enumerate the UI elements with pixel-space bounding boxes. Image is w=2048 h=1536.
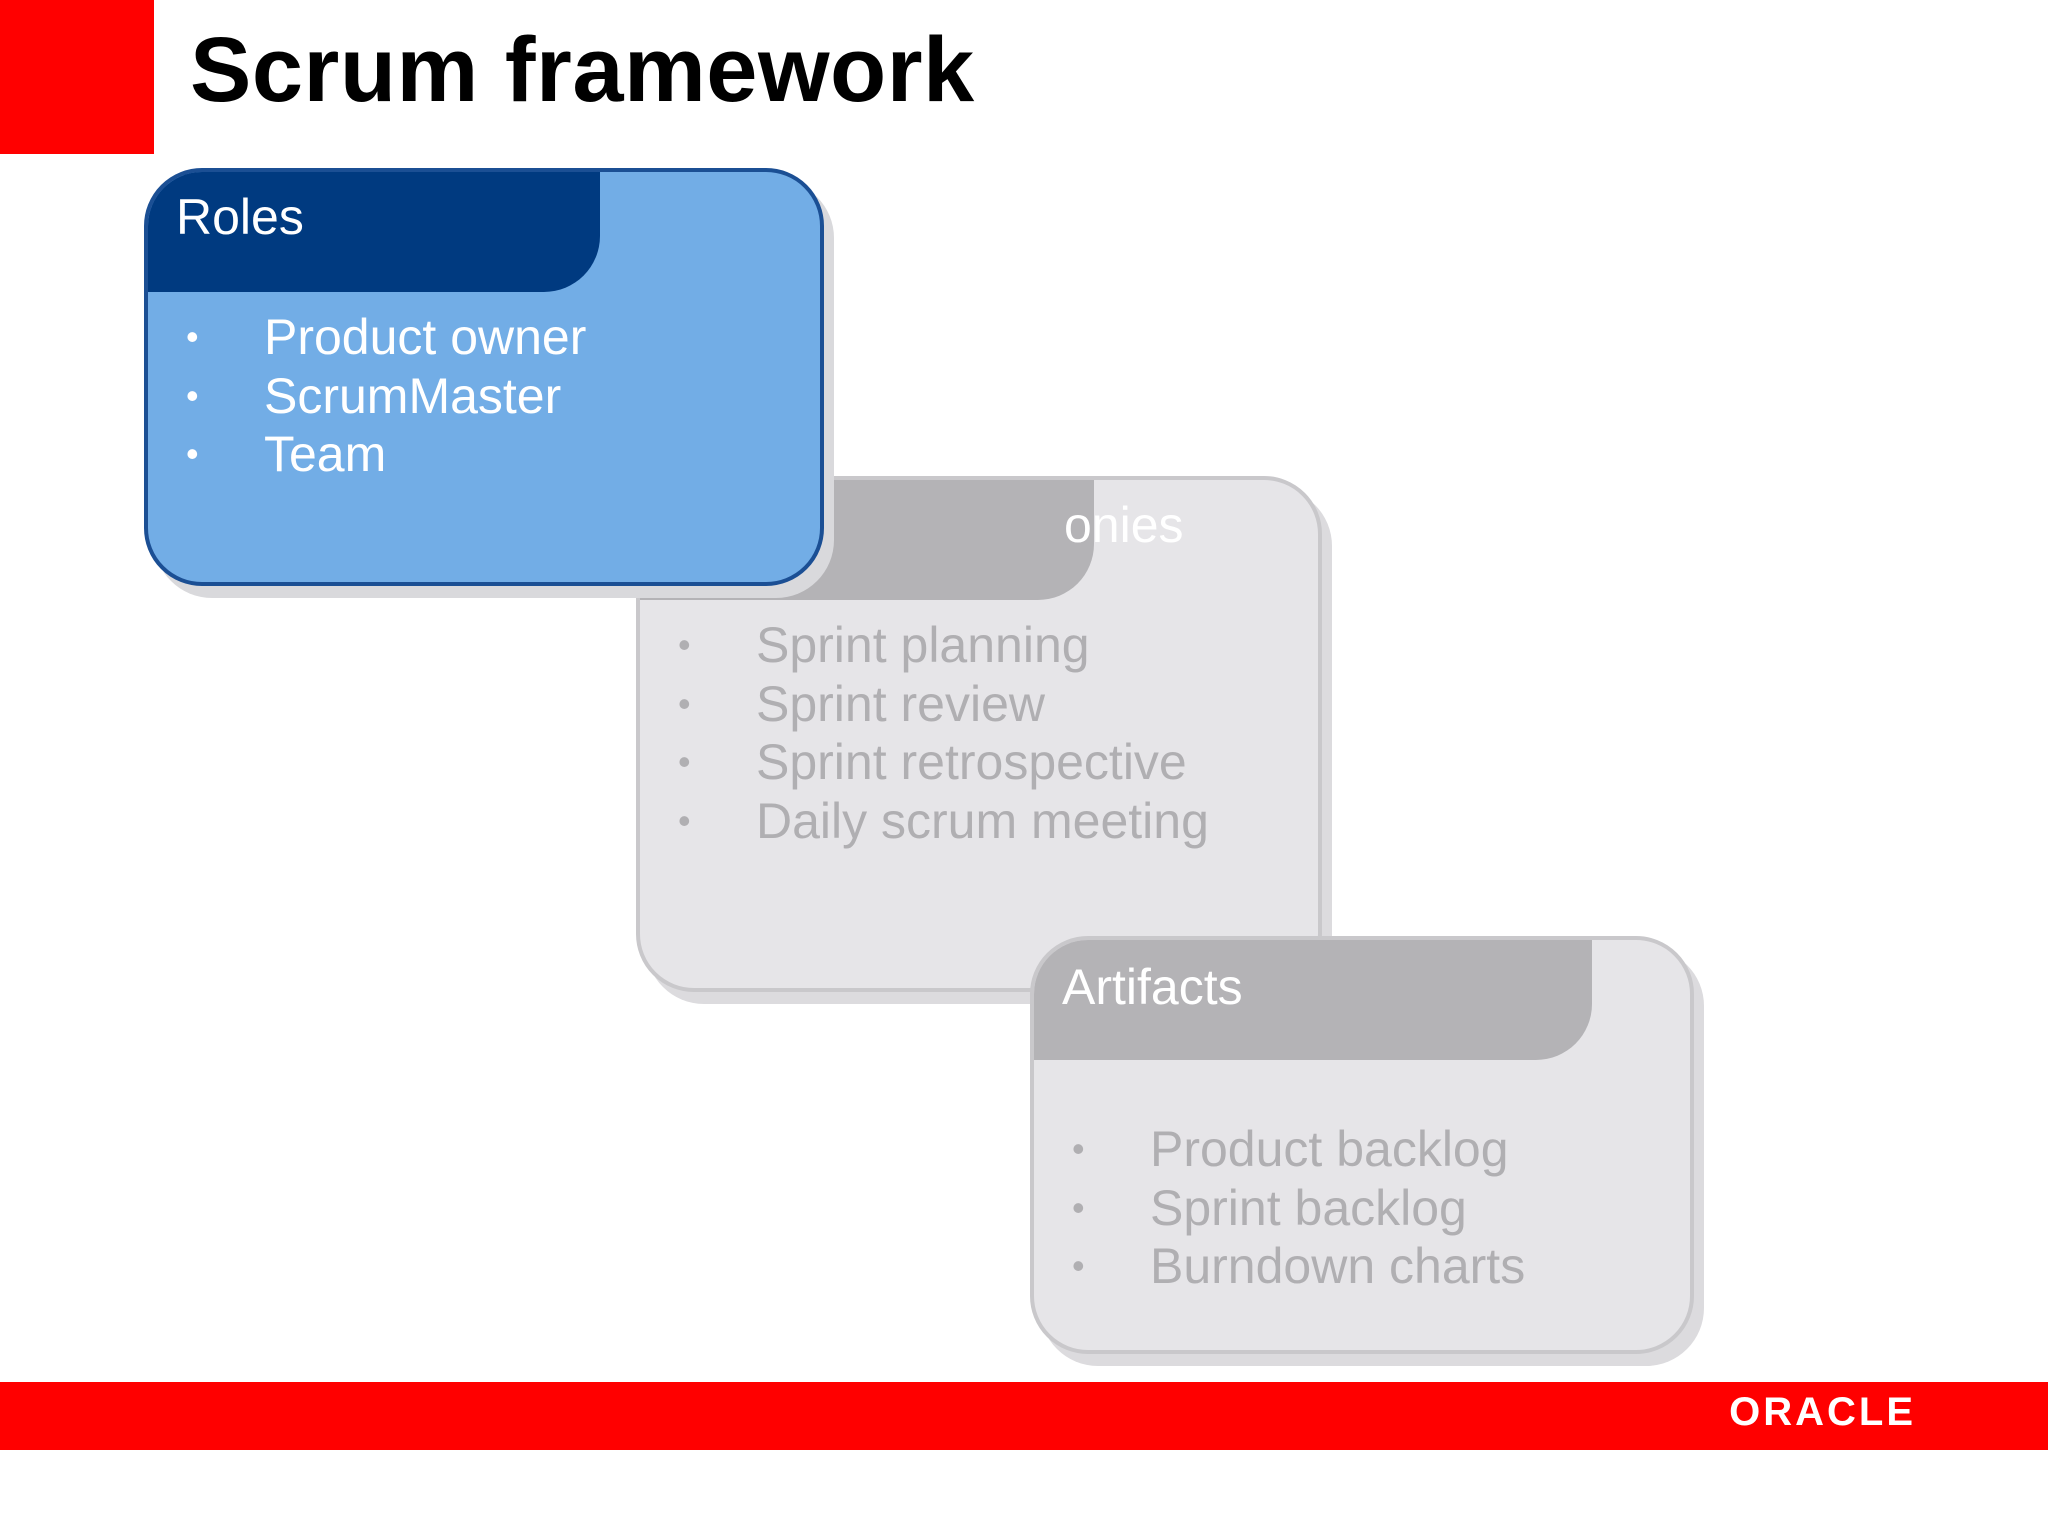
- bullet-icon: •: [186, 433, 199, 474]
- footer-bar: ORACLE: [0, 1382, 2048, 1450]
- title-accent-square: [0, 0, 154, 154]
- bullet-icon: •: [678, 682, 691, 724]
- oracle-logo: ORACLE: [1729, 1390, 1916, 1434]
- list-item: •Product owner: [186, 309, 587, 365]
- artifacts-list: •Product backlog •Sprint backlog •Burndo…: [1034, 1120, 1525, 1296]
- artifacts-card-title: Artifacts: [1062, 959, 1243, 1015]
- bullet-icon: •: [1072, 1245, 1085, 1286]
- list-item: •Sprint review: [678, 675, 1045, 732]
- slide-title: Scrum framework: [190, 19, 975, 121]
- list-item: •Burndown charts: [1072, 1238, 1526, 1294]
- artifacts-card-header: [1034, 940, 1592, 1060]
- roles-card: Roles •Product owner •ScrumMaster •Team: [144, 168, 824, 586]
- artifacts-card: Artifacts •Product backlog •Sprint backl…: [1030, 936, 1694, 1354]
- list-item: •ScrumMaster: [186, 367, 562, 424]
- ceremonies-card-title: onies: [1064, 497, 1184, 553]
- bullet-icon: •: [186, 316, 199, 357]
- roles-list: •Product owner •ScrumMaster •Team: [148, 308, 586, 484]
- list-item: •Product backlog: [1072, 1121, 1509, 1177]
- bullet-icon: •: [678, 799, 691, 841]
- bullet-icon: •: [186, 374, 199, 416]
- bullet-icon: •: [1072, 1128, 1085, 1169]
- ceremonies-list: •Sprint planning •Sprint review •Sprint …: [640, 616, 1209, 850]
- list-item: •Sprint backlog: [1072, 1179, 1467, 1236]
- roles-card-header: [148, 172, 600, 292]
- list-item: •Sprint planning: [678, 617, 1090, 673]
- list-item: •Team: [186, 426, 387, 482]
- list-item: •Sprint retrospective: [678, 734, 1187, 790]
- bullet-icon: •: [678, 741, 691, 782]
- bullet-icon: •: [1072, 1186, 1085, 1228]
- roles-card-title: Roles: [176, 189, 304, 245]
- list-item: •Daily scrum meeting: [678, 792, 1209, 849]
- bullet-icon: •: [678, 624, 691, 665]
